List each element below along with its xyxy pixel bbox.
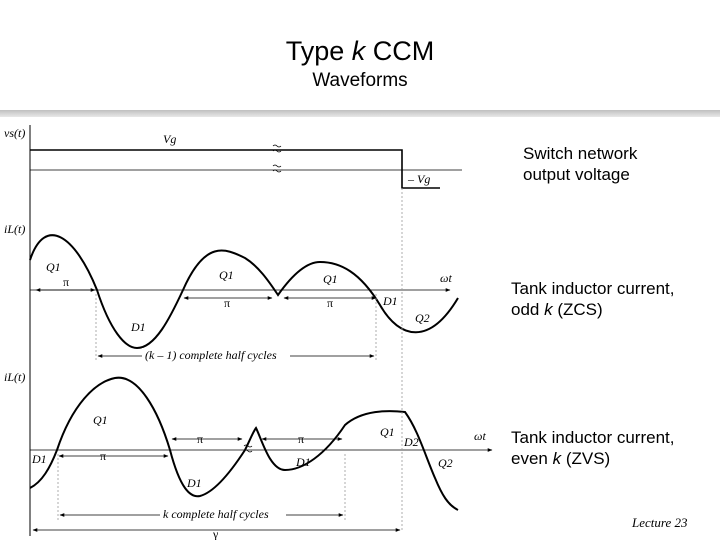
even-pi-b: π: [197, 432, 203, 446]
caption-even: Tank inductor current, even k (ZVS): [511, 428, 675, 468]
gamma-label: γ: [212, 527, 219, 540]
even-axis-label: ωt: [474, 429, 486, 443]
vs-ylabel: vs(t): [4, 126, 25, 140]
even-span-label: k complete half cycles: [163, 507, 269, 521]
odd-pi-b: π: [224, 296, 230, 310]
even-q1-a: Q1: [93, 413, 108, 427]
slide-title: Type k CCM: [285, 36, 435, 66]
even-pi-a: π: [100, 449, 106, 463]
odd-d1-a: D1: [130, 320, 146, 334]
plot-even-k: iL(t) ωt Q1 Q1 D1 D1 D1 D2 Q2 π π π k co…: [4, 370, 493, 540]
vs-waveform: [30, 149, 440, 189]
odd-pi-a: π: [63, 275, 69, 289]
axis-break-mark: [272, 144, 282, 173]
caption-odd: Tank inductor current, odd k (ZCS): [511, 279, 675, 319]
odd-d1-b: D1: [382, 294, 398, 308]
odd-span-label: (k – 1) complete half cycles: [145, 348, 277, 362]
odd-q1-c: Q1: [323, 272, 338, 286]
odd-span-label-bg: [142, 348, 290, 362]
caption-vs: Switch network output voltage: [523, 144, 638, 184]
even-pi-c: π: [298, 432, 304, 446]
plot-vs: vs(t) Vg – Vg: [4, 126, 462, 189]
lecture-footer: Lecture 23: [632, 515, 688, 530]
vg-label: Vg: [163, 132, 176, 146]
even-d1-b: D1: [186, 476, 202, 490]
odd-ylabel: iL(t): [4, 222, 25, 236]
odd-q1-a: Q1: [46, 260, 61, 274]
neg-vg-label: – Vg: [407, 172, 430, 186]
even-ylabel: iL(t): [4, 370, 25, 384]
axis-break-mark: [243, 444, 253, 453]
odd-pi-c: π: [327, 296, 333, 310]
odd-axis-label: ωt: [440, 271, 452, 285]
plot-odd-k: iL(t) ωt Q1 Q1 Q1 D1 D1 Q2 π π π (k – 1)…: [4, 222, 459, 362]
title-divider-bar: [0, 110, 720, 117]
even-d2: D2: [403, 435, 419, 449]
odd-current-waveform: [29, 234, 459, 350]
even-q2: Q2: [438, 456, 453, 470]
even-d1-a: D1: [31, 452, 47, 466]
odd-q1-b: Q1: [219, 268, 234, 282]
even-current-waveform: [29, 376, 459, 511]
even-d1-c: D1: [295, 455, 311, 469]
slide-subtitle: Waveforms: [312, 70, 408, 91]
even-span-label-bg: [160, 507, 286, 521]
even-q1-b: Q1: [380, 425, 395, 439]
odd-q2: Q2: [415, 311, 430, 325]
